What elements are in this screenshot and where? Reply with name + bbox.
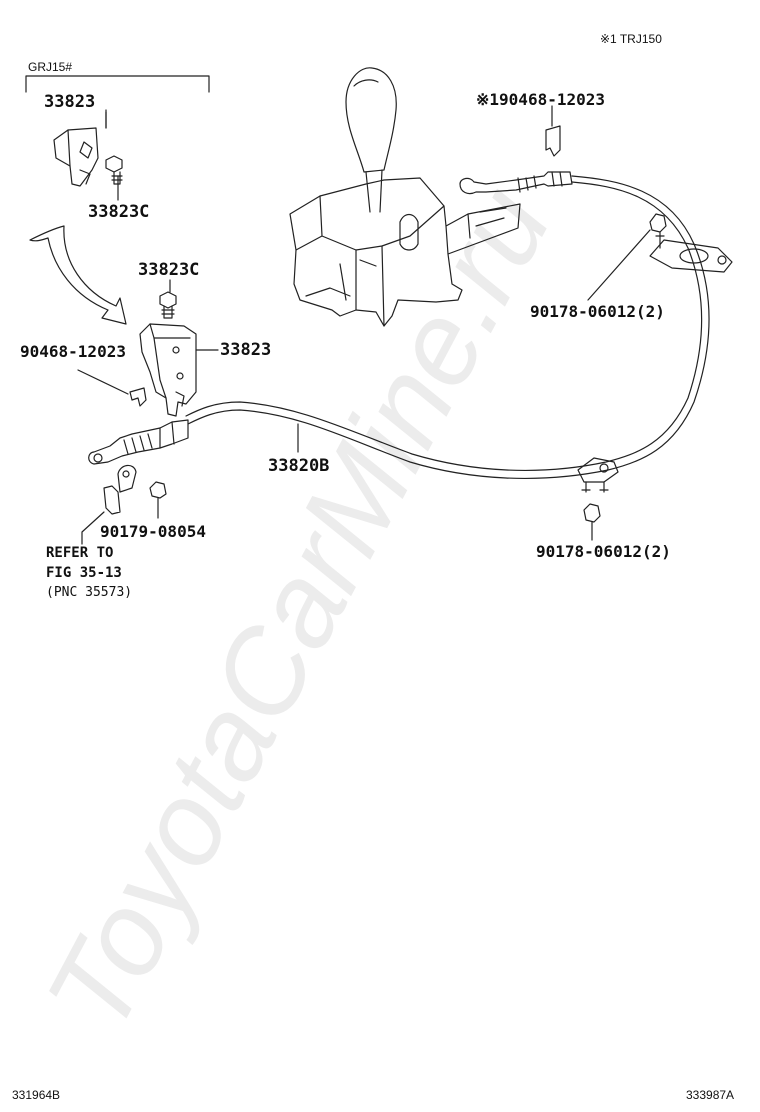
group-bracket [25,75,210,93]
variant-note: ※1 TRJ150 [600,32,662,46]
clip-icon [129,387,147,407]
part-number-33823c[interactable]: 33823C [138,260,200,280]
cable-bracket-icon [577,457,619,493]
bolt-icon [159,291,177,319]
footer-left-code: 331964B [12,1088,61,1102]
leader-line [587,229,651,301]
part-number-90468-12023[interactable]: 90468-12023 [20,342,126,361]
part-number-90178-06012[interactable]: 90178-06012(2) [536,542,671,561]
nut-icon [583,503,601,523]
part-number-33823[interactable]: 33823 [220,340,272,360]
refer-pnc-label: (PNC 35573) [46,585,133,600]
shift-lever-icon [289,67,521,327]
bracket-large-icon [139,323,197,417]
leader-line [81,511,105,545]
cable-bracket-icon [649,231,733,273]
part-number-33820b[interactable]: 33820B [268,456,330,476]
bracket-small-icon [53,127,99,187]
refer-to-label: REFER TO [46,545,114,561]
cable-end-icon [459,171,573,195]
bolt-icon [105,155,123,185]
shift-cable-icon [185,175,710,480]
footer-right-code: 333987A [686,1088,735,1102]
nut-icon [649,213,667,233]
part-number-90468-12023[interactable]: ※190468-12023 [476,90,605,109]
group-label: GRJ15# [28,60,73,74]
clip-icon [545,125,561,157]
part-number-33823c[interactable]: 33823C [88,202,150,222]
part-number-90178-06012[interactable]: 90178-06012(2) [530,302,665,321]
refer-fig-link[interactable]: FIG 35-13 [46,565,122,581]
leader-line [77,369,129,395]
part-number-33823[interactable]: 33823 [44,92,96,112]
bracket-small-icon [103,464,137,515]
arrow-icon [29,225,127,325]
nut-icon [149,481,167,499]
part-number-90179-08054[interactable]: 90179-08054 [100,522,206,541]
cable-end-icon [88,419,189,465]
